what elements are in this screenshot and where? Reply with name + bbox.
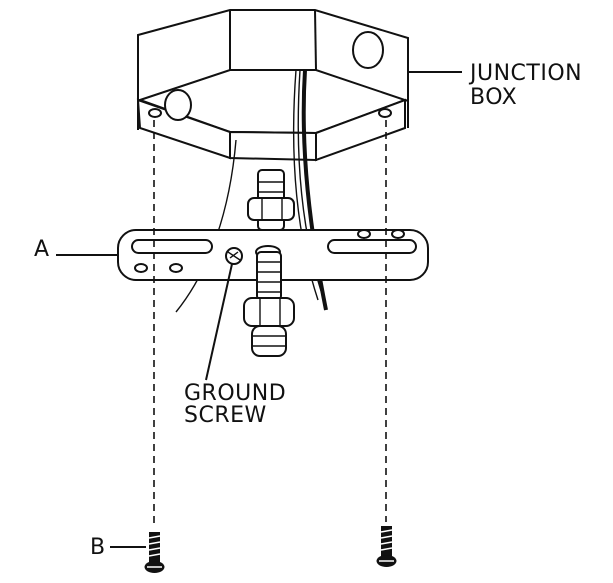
ground-screw-leader	[205, 263, 233, 381]
ear-hole-right	[378, 108, 392, 118]
threaded-rod-lower	[243, 251, 295, 357]
hex-nut-upper	[247, 197, 295, 221]
knockout-hole-right	[352, 31, 384, 69]
junction-box-label-line1: JUNCTION	[468, 61, 582, 86]
threaded-nipple-upper	[247, 169, 295, 231]
ground-screw-label-line1: GROUND	[184, 381, 286, 406]
strap-slot-left	[131, 239, 213, 254]
mounting-screw-right	[376, 526, 397, 567]
part-a-label: A	[34, 237, 50, 262]
ear-hole-left	[148, 108, 162, 118]
knockout-hole-left	[164, 89, 192, 121]
part-b-label: B	[90, 535, 106, 560]
strap-slot-right	[327, 239, 417, 254]
hex-nut-lower	[243, 297, 295, 327]
junction-box-label-line2: BOX	[470, 85, 517, 110]
mounting-screw-left	[144, 532, 165, 573]
junction-box	[136, 9, 409, 162]
ground-screw	[225, 247, 243, 265]
ground-screw-label-line2: SCREW	[184, 403, 267, 428]
